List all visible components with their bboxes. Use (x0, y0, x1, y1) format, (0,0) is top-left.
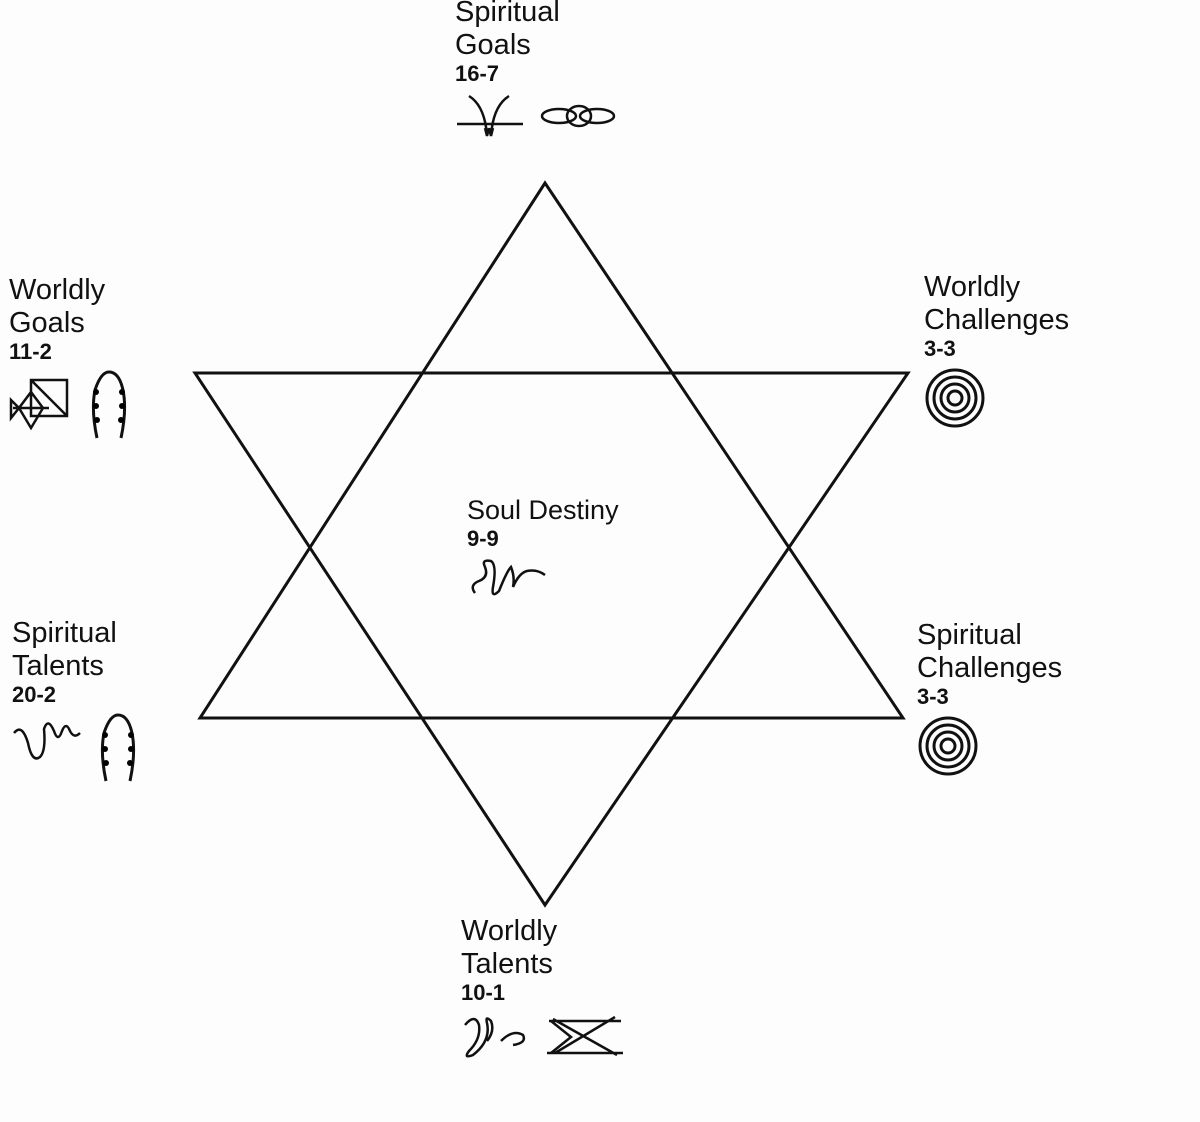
label-line2: Challenges (924, 304, 1070, 336)
label-line1: Worldly (9, 274, 106, 306)
upward-triangle (197, 180, 906, 720)
worldly-challenges-node: Worldly Challenges 3-3 (924, 271, 1069, 429)
label-line2: Goals (455, 29, 531, 61)
number: 20-2 (12, 682, 57, 707)
beaded-loop-icon (100, 713, 136, 782)
serpent-icon (471, 559, 546, 596)
worldly-goals-node: Worldly Goals 11-2 (9, 274, 131, 444)
beaded-loop-icon (91, 370, 127, 439)
number: 9-9 (467, 526, 499, 551)
label-line1: Spiritual (12, 617, 117, 649)
looped-script-icon (464, 1017, 526, 1058)
number: 3-3 (917, 684, 949, 709)
label-line2: Challenges (917, 652, 1063, 684)
number: 10-1 (461, 980, 506, 1005)
label-line2: Talents (12, 650, 104, 682)
number: 16-7 (455, 61, 500, 86)
descending-arrows-icon (457, 94, 523, 137)
number: 3-3 (924, 336, 956, 361)
number: 11-2 (9, 339, 52, 364)
label-line1: Worldly (924, 271, 1021, 303)
downward-triangle (192, 371, 911, 908)
worldly-talents-node: Worldly Talents 10-1 (461, 915, 625, 1061)
label: Soul Destiny (467, 495, 619, 525)
spiral-icon (925, 368, 985, 428)
label-line2: Talents (461, 948, 553, 980)
wave-icon (13, 722, 81, 760)
spiritual-talents-node: Spiritual Talents 20-2 (12, 617, 140, 787)
crossed-lines-icon (547, 1015, 623, 1057)
label-line2: Goals (9, 307, 85, 339)
spiritual-goals-node: Spiritual Goals 16-7 (455, 0, 619, 140)
chain-links-icon (540, 104, 616, 128)
label-line1: Spiritual (917, 619, 1022, 651)
soul-destiny-node: Soul Destiny 9-9 (467, 494, 619, 601)
square-diamond-icon (9, 378, 69, 431)
spiritual-challenges-node: Spiritual Challenges 3-3 (917, 619, 1062, 777)
label-line1: Spiritual (455, 0, 560, 28)
label-line1: Worldly (461, 915, 558, 947)
spiral-icon (918, 716, 978, 776)
